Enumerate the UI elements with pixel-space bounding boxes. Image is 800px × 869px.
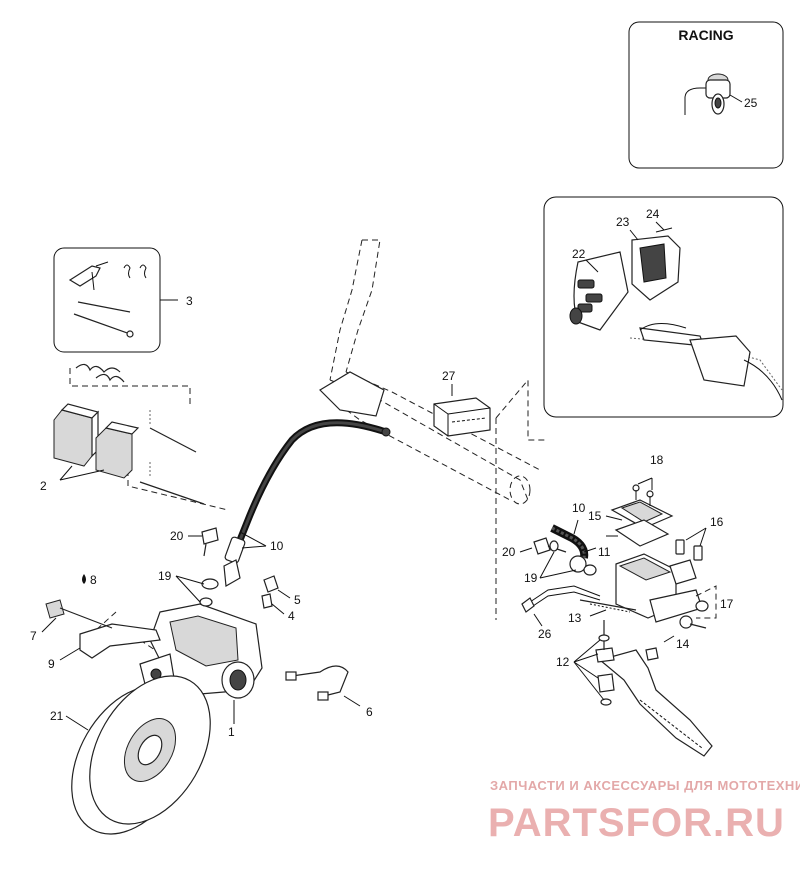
- callout-18: 18: [650, 453, 664, 467]
- piston-13: 13: [568, 599, 637, 625]
- brake-disc: 21: [50, 675, 211, 835]
- callout-20-right: 20: [502, 545, 516, 559]
- callout-25: 25: [744, 96, 758, 110]
- callout-27: 27: [442, 369, 456, 383]
- right-hose: 10 11 20 19: [502, 501, 611, 585]
- callout-24: 24: [646, 207, 660, 221]
- part-27-block: 27: [433, 369, 491, 437]
- left-banjo: 20 19 10: [158, 527, 284, 607]
- switch-cable-26: 26: [521, 585, 601, 641]
- callout-12: 12: [556, 655, 570, 669]
- handlebar: [319, 239, 541, 505]
- callout-26: 26: [538, 627, 552, 641]
- brake-lever: 12: [556, 620, 713, 757]
- callout-23: 23: [616, 215, 630, 229]
- callout-14: 14: [676, 637, 690, 651]
- callout-20-left: 20: [170, 529, 184, 543]
- caliper: 1: [139, 603, 263, 739]
- master-cylinder: 18 15 16 17 14: [588, 453, 734, 661]
- brake-line: 6: [285, 665, 373, 719]
- callout-5: 5: [294, 593, 301, 607]
- callout-21: 21: [50, 709, 64, 723]
- callout-1: 1: [228, 725, 235, 739]
- callout-13: 13: [568, 611, 582, 625]
- switch-inset: 22 23 24: [543, 196, 784, 418]
- brake-pads: 2: [40, 363, 205, 505]
- pad-hardware-inset: 3: [53, 247, 193, 353]
- watermark-brand: PARTSFOR.RU: [488, 801, 785, 845]
- callout-2: 2: [40, 479, 47, 493]
- callout-4: 4: [288, 609, 295, 623]
- racing-title: RACING: [678, 27, 733, 43]
- callout-11: 11: [598, 545, 611, 559]
- callout-10-left: 10: [270, 539, 284, 553]
- watermark: ЗАПЧАСТИ И АКСЕССУАРЫ ДЛЯ МОТОТЕХНИКИ PA…: [488, 778, 800, 845]
- callout-7: 7: [30, 629, 37, 643]
- racing-inset: RACING 25: [628, 21, 784, 169]
- callout-19-right: 19: [524, 571, 538, 585]
- callout-9: 9: [48, 657, 55, 671]
- bracket-bolt: 7 9 8: [30, 573, 161, 671]
- callout-6: 6: [366, 705, 373, 719]
- bleeder: 5 4: [261, 575, 301, 623]
- callout-3: 3: [186, 294, 193, 308]
- callout-8: 8: [90, 573, 97, 587]
- callout-17: 17: [720, 597, 734, 611]
- callout-15: 15: [588, 509, 602, 523]
- callout-19-left: 19: [158, 569, 172, 583]
- callout-22: 22: [572, 247, 586, 261]
- kill-switch-part: [705, 73, 731, 115]
- callout-10-right: 10: [572, 501, 586, 515]
- brake-hose: [223, 419, 391, 587]
- watermark-tagline: ЗАПЧАСТИ И АКСЕССУАРЫ ДЛЯ МОТОТЕХНИКИ: [490, 778, 800, 793]
- callout-16: 16: [710, 515, 724, 529]
